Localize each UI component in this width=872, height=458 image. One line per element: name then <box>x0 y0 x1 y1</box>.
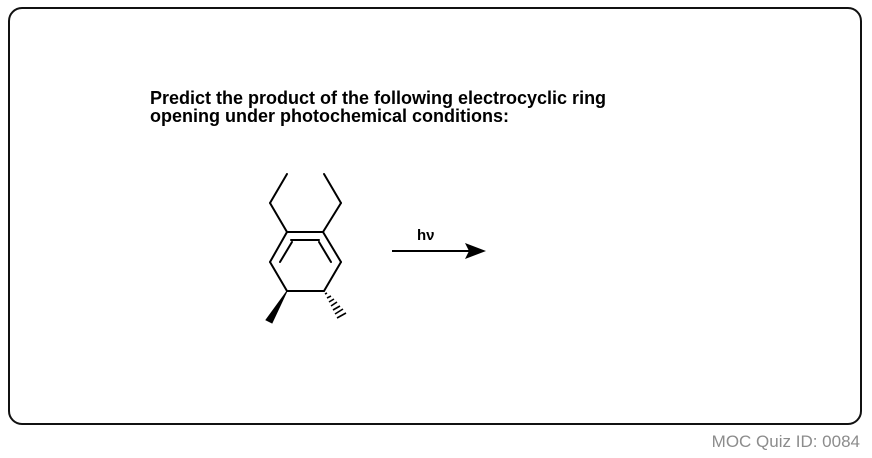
reactant-molecule <box>269 173 342 292</box>
quiz-id-label: MOC Quiz ID: 0084 <box>711 432 860 451</box>
left-ethyl-ch2 <box>269 202 288 233</box>
ring-bond-upper-right <box>322 231 342 263</box>
quiz-card <box>8 7 862 425</box>
left-ethyl-ch3 <box>269 173 288 204</box>
ring-bond-upper-left <box>269 231 288 263</box>
ring-bond-lower-right <box>323 261 342 292</box>
question-text: Predict the product of the following ele… <box>150 89 790 125</box>
question-line-1: Predict the product of the following ele… <box>150 88 607 108</box>
reaction-arrow <box>392 243 486 259</box>
arrow-head <box>465 243 486 259</box>
ring-bond-lower-left <box>269 261 288 292</box>
right-ethyl-ch2 <box>322 202 342 233</box>
methyl-wedge-bond <box>265 290 288 324</box>
ring-bond-right-inner <box>318 241 332 263</box>
question-line-2: opening under photochemical conditions: <box>150 106 509 126</box>
ring-bond-left-inner <box>279 241 293 263</box>
right-ethyl-ch3 <box>323 173 342 204</box>
methyl-hash-bond <box>324 292 347 319</box>
reagent-label-hv: hν <box>417 227 435 244</box>
